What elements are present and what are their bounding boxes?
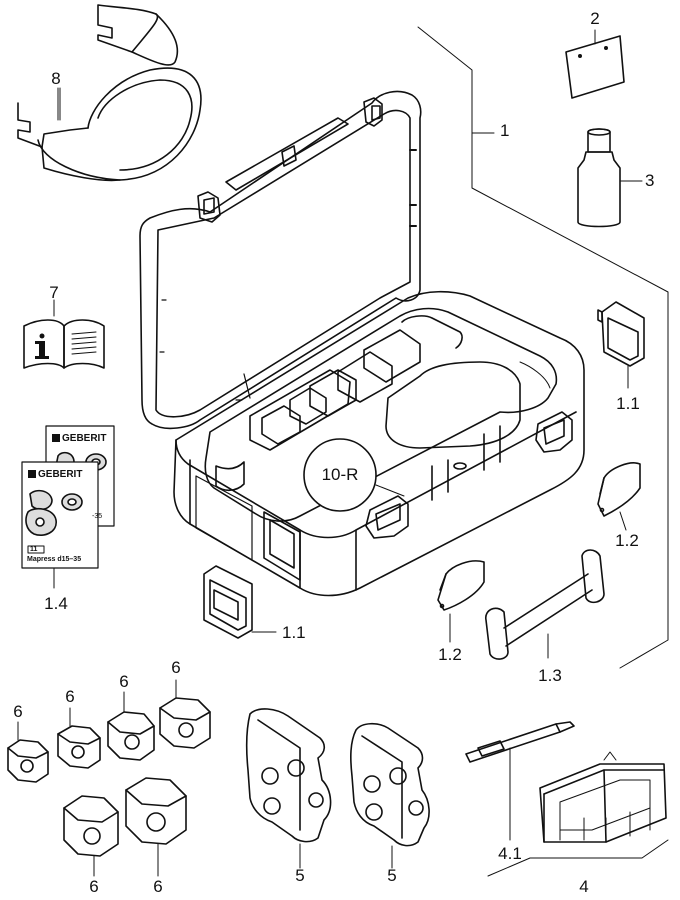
- label-tag: 2: [590, 9, 600, 28]
- label-ring-e: 6: [89, 877, 99, 896]
- label-marker-pen: 4.1: [498, 844, 522, 863]
- card-front-code: 11: [30, 546, 38, 553]
- press-ring-b: [57, 707, 101, 769]
- marker-set-box: [539, 751, 667, 843]
- label-manual: 7: [49, 283, 59, 302]
- info-card-front: [21, 461, 99, 589]
- label-jaw-b: 5: [387, 866, 397, 885]
- label-handle: 1.3: [538, 666, 562, 685]
- latch-upper: [597, 462, 641, 531]
- marker-pen: [465, 721, 575, 841]
- label-cards: 1.4: [44, 594, 68, 613]
- label-ring-b: 6: [65, 687, 75, 706]
- callout-10r: [303, 438, 405, 512]
- label-latch-upper: 1.2: [615, 531, 639, 550]
- marker-bracket: [487, 839, 669, 877]
- label-callout-10r: 10-R: [321, 465, 359, 484]
- press-jaw-b: [350, 722, 430, 869]
- label-holder-lower: 1.1: [282, 623, 306, 642]
- label-strap: 8: [51, 69, 61, 88]
- handle-13: [485, 549, 605, 660]
- card-front-brand: GEBERIT: [38, 469, 83, 480]
- latch-lower: [437, 560, 485, 643]
- label-latch-lower: 1.2: [438, 645, 462, 664]
- case-group-bracket: [417, 26, 669, 669]
- carry-strap: [17, 4, 202, 182]
- holder-lower: [203, 565, 277, 639]
- tool-case: [139, 90, 585, 597]
- card-back-brand: GEBERIT: [62, 433, 107, 444]
- press-ring-f: [125, 777, 187, 877]
- tag-card: [565, 29, 625, 99]
- label-case: 1: [500, 121, 510, 140]
- label-ring-c: 6: [119, 672, 129, 691]
- manual-icon: [23, 299, 105, 369]
- press-ring-d: [159, 679, 211, 749]
- label-ring-d: 6: [171, 658, 181, 677]
- card-front-subtitle: Mapress d15–35: [27, 556, 82, 563]
- label-ring-f: 6: [153, 877, 163, 896]
- press-jaw-a: [245, 708, 332, 869]
- press-ring-c: [107, 691, 155, 761]
- label-jaw-a: 5: [295, 866, 305, 885]
- label-holder-upper: 1.1: [616, 394, 640, 413]
- label-ring-a: 6: [13, 702, 23, 721]
- oil-bottle: [577, 128, 643, 228]
- holder-upper: [597, 301, 645, 389]
- label-oil: 3: [645, 171, 655, 190]
- label-marker-set: 4: [579, 877, 589, 896]
- press-ring-e: [63, 795, 119, 877]
- press-ring-a: [7, 721, 49, 783]
- card-back-size: -35: [92, 513, 103, 520]
